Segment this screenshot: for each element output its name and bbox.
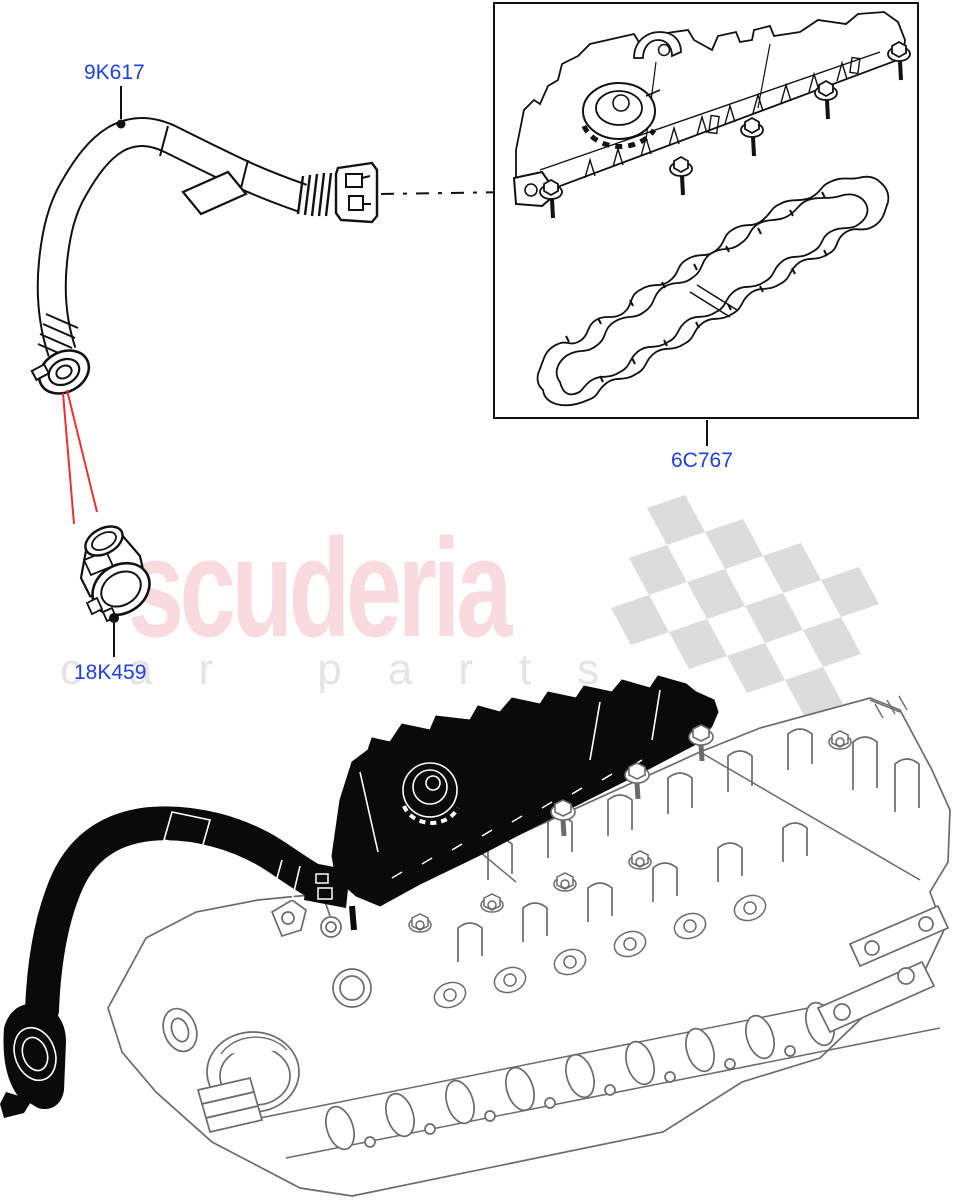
breather-hose-drawing bbox=[30, 117, 379, 395]
cover-studs bbox=[539, 40, 911, 219]
engine-valve-cover-highlighted bbox=[331, 675, 719, 931]
callout-18K459[interactable]: 18K459 bbox=[74, 661, 147, 684]
intake-ports bbox=[325, 1001, 835, 1151]
valve-cover-gasket-drawing bbox=[536, 175, 890, 407]
engine-head-drawing bbox=[107, 695, 951, 1197]
leader-9K617 bbox=[116, 86, 126, 129]
cover-edge-bolts bbox=[550, 724, 714, 837]
engine-hose-highlighted bbox=[0, 806, 350, 1118]
valve-cover-drawing bbox=[512, 11, 911, 219]
red-pointer-lines bbox=[62, 389, 98, 525]
breather-valve-drawing bbox=[79, 525, 151, 657]
watermark-brand-text: scuderia bbox=[128, 509, 512, 666]
deck-bolts bbox=[408, 730, 852, 933]
watermark-subtext: car parts bbox=[60, 645, 646, 694]
assembly-dash-line bbox=[380, 191, 515, 195]
callout-9K617[interactable]: 9K617 bbox=[84, 61, 145, 84]
checkered-flag-watermark bbox=[611, 495, 879, 717]
callout-6C767[interactable]: 6C767 bbox=[671, 449, 733, 472]
